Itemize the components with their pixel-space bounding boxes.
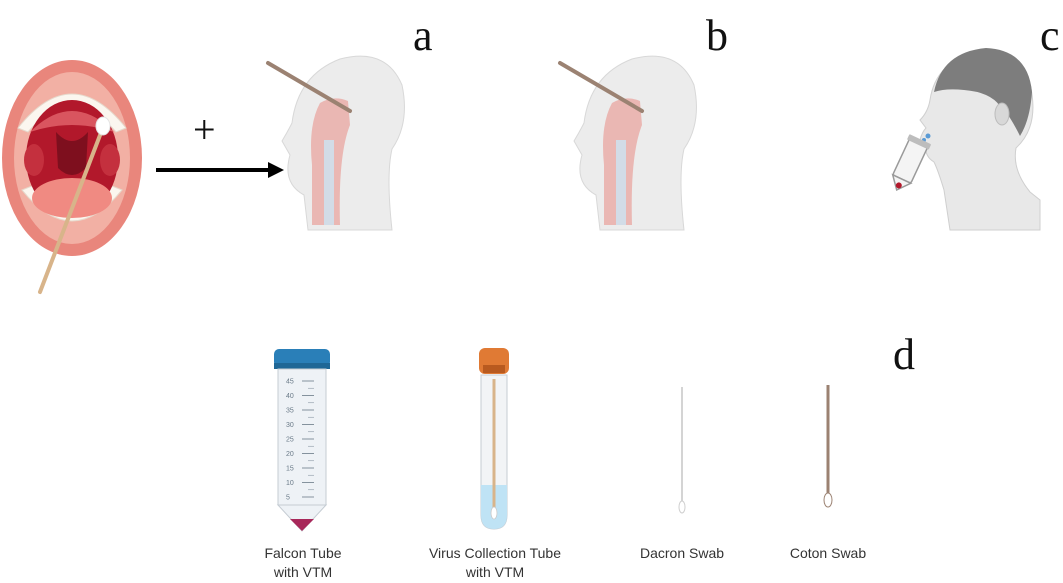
- panel-label-a: a: [413, 14, 433, 58]
- cotton-swab-icon: [818, 383, 838, 513]
- falcon-scale-label: 10: [286, 480, 294, 487]
- caption-dacron-swab: Dacron Swab: [612, 544, 752, 563]
- caption-line: Coton Swab: [758, 544, 898, 563]
- arrow-right-icon: [156, 160, 286, 180]
- caption-line: Dacron Swab: [612, 544, 752, 563]
- caption-line: Virus Collection Tube: [400, 544, 590, 563]
- caption-coton-swab: Coton Swab: [758, 544, 898, 563]
- throat-swab-illustration: [0, 40, 150, 290]
- caption-virus-collection-tube: Virus Collection Tube with VTM: [400, 544, 590, 582]
- falcon-scale-label: 35: [286, 408, 294, 415]
- nasopharyngeal-swab-figure-a: [268, 45, 408, 235]
- falcon-scale-label: 15: [286, 466, 294, 473]
- panel-label-c: c: [1040, 14, 1060, 58]
- caption-falcon-tube: Falcon Tube with VTM: [228, 544, 378, 582]
- saliva-collection-figure-c: [880, 40, 1040, 230]
- falcon-scale-label: 45: [286, 379, 294, 386]
- falcon-scale-label: 30: [286, 422, 294, 429]
- caption-line: with VTM: [400, 563, 590, 582]
- panel-label-b: b: [706, 14, 728, 58]
- nasopharyngeal-swab-figure-b: [560, 45, 700, 235]
- plus-sign: +: [193, 110, 216, 150]
- falcon-scale-label: 40: [286, 393, 294, 400]
- dacron-swab-icon: [672, 385, 692, 515]
- falcon-scale-label: 25: [286, 437, 294, 444]
- falcon-scale-label: 20: [286, 451, 294, 458]
- caption-line: with VTM: [228, 563, 378, 582]
- virus-collection-tube-icon: [475, 345, 525, 535]
- panel-label-d: d: [893, 333, 915, 377]
- falcon-tube-icon: 45 40 35 30 25 20 15 10 5: [268, 345, 338, 535]
- caption-line: Falcon Tube: [228, 544, 378, 563]
- falcon-scale-label: 5: [286, 495, 290, 502]
